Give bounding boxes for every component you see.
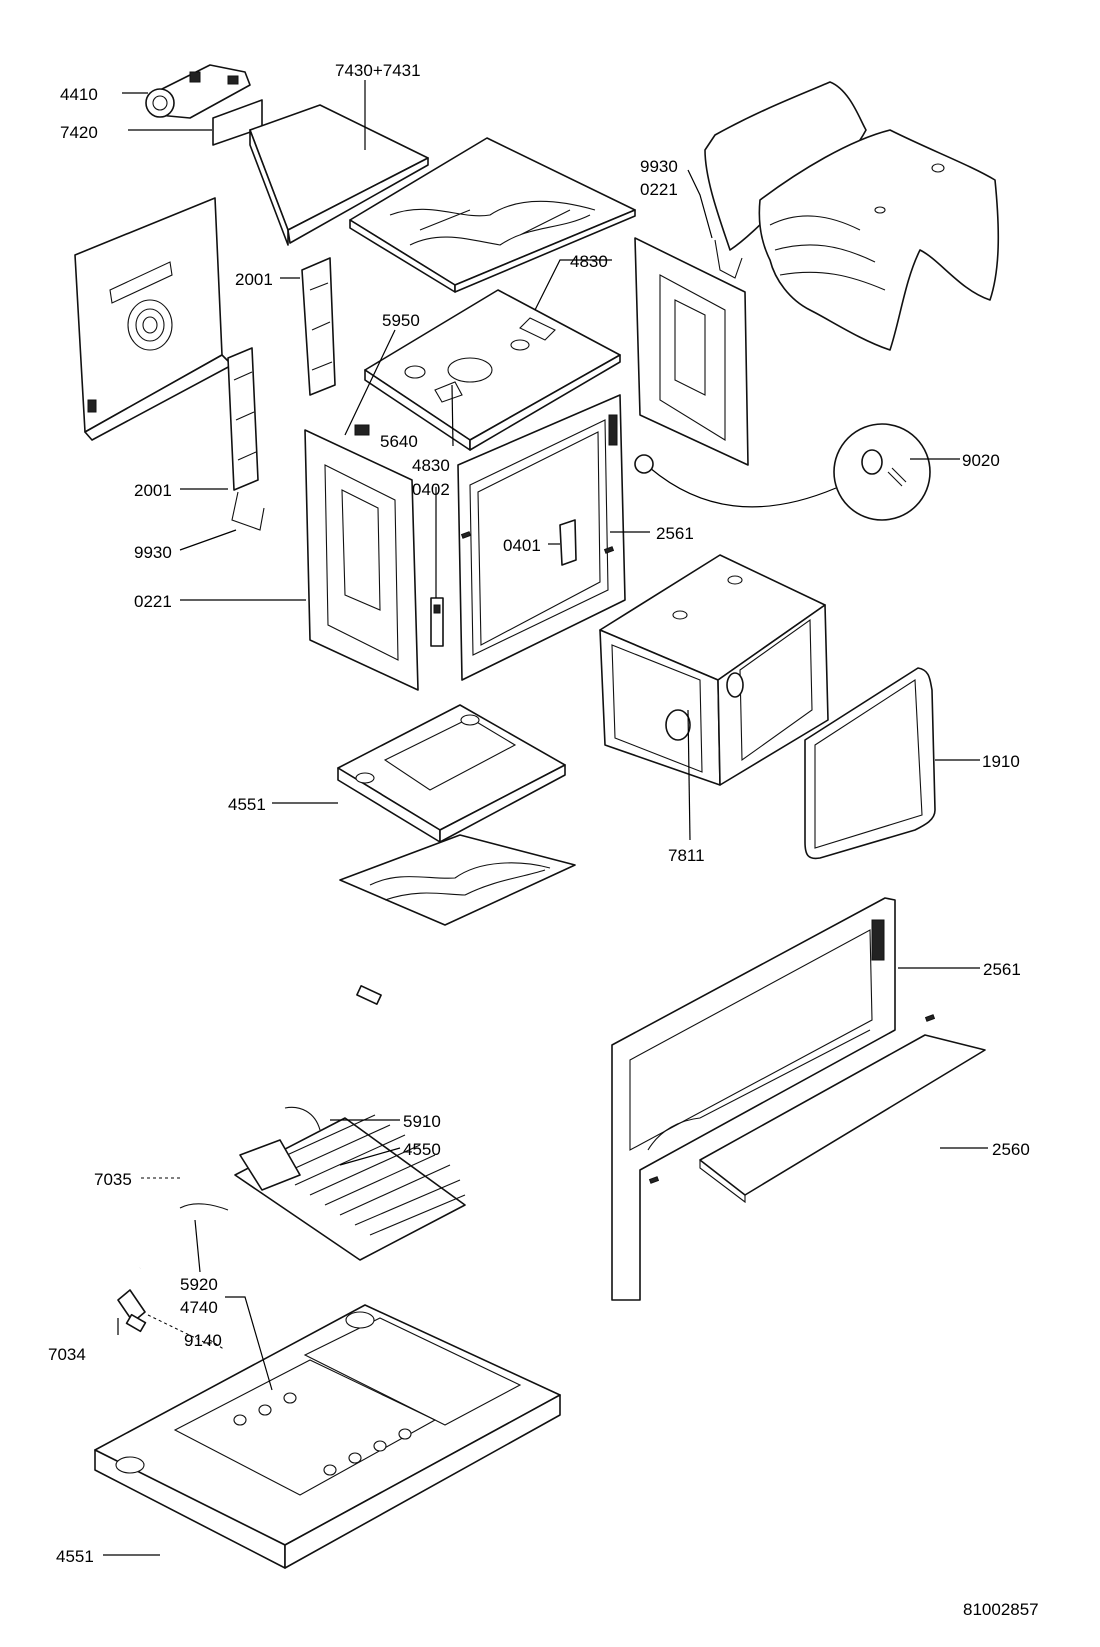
top-panel [349, 137, 636, 293]
callout-9930-upper: 9930 [640, 157, 678, 176]
support-rail-upper [301, 257, 336, 396]
callout-0402: 0402 [412, 480, 450, 499]
clip-9930-right [714, 239, 743, 279]
callout-5910: 5910 [403, 1112, 441, 1131]
bottom-panel [339, 834, 576, 926]
rear-panel [74, 197, 233, 441]
bottom-tray-lower [94, 1304, 561, 1569]
gas-pipe [138, 918, 382, 1269]
callout-1910: 1910 [982, 752, 1020, 771]
hinge-strip [430, 597, 444, 647]
callout-9140: 9140 [184, 1331, 222, 1350]
callout-0221-lower: 0221 [134, 592, 172, 611]
insulation-blanket [704, 81, 1000, 351]
drawing-number: 81002857 [963, 1600, 1039, 1619]
detail-circle-9020 [634, 423, 931, 521]
callout-4410: 4410 [60, 85, 98, 104]
bottom-tray-upper [337, 704, 566, 843]
callout-4550: 4550 [403, 1140, 441, 1159]
callout-2001-lower: 2001 [134, 481, 172, 500]
heat-deflector [699, 1034, 986, 1204]
callout-9930-lower: 9930 [134, 543, 172, 562]
side-panel-left [304, 429, 419, 691]
screw-icon [648, 1176, 660, 1184]
leader-lines [103, 80, 988, 1556]
callout-7420: 7420 [60, 123, 98, 142]
callout-4830-lower: 4830 [412, 456, 450, 475]
callout-7811: 7811 [668, 846, 705, 865]
screw-icon [924, 1014, 936, 1022]
callout-5640: 5640 [380, 432, 418, 451]
callout-2560: 2560 [992, 1140, 1030, 1159]
callout-2561-lower: 2561 [983, 960, 1021, 979]
callout-4551-upper: 4551 [228, 795, 266, 814]
callout-0401: 0401 [503, 536, 541, 555]
clip-9930-left [231, 491, 265, 531]
callout-4740: 4740 [180, 1298, 218, 1317]
callout-labels: 4410 7420 7430+7431 9930 0221 2001 4830 … [48, 61, 1030, 1566]
front-frame-upper [457, 394, 626, 681]
thermocouple-5920 [179, 1203, 229, 1211]
callout-7430-7431: 7430+7431 [335, 61, 421, 80]
oven-cavity [599, 554, 829, 786]
callout-4830-upper: 4830 [570, 252, 608, 271]
callout-4551-lower: 4551 [56, 1547, 94, 1566]
callout-7034: 7034 [48, 1345, 86, 1364]
fan-motor [145, 64, 251, 119]
thermocouple-5910 [284, 1106, 321, 1131]
front-frame-lower [611, 897, 896, 1301]
cavity-ceiling-panel [354, 289, 621, 451]
callout-2561-upper: 2561 [656, 524, 694, 543]
callout-7035: 7035 [94, 1170, 132, 1189]
screw-icon [460, 531, 472, 539]
door-gasket [804, 667, 936, 860]
top-cover [249, 104, 429, 246]
support-rail-lower [227, 347, 259, 491]
callout-5950: 5950 [382, 311, 420, 330]
burner [234, 1114, 466, 1261]
connector-7034 [117, 1289, 147, 1333]
side-panel-right [634, 237, 749, 466]
screw-icon [603, 546, 615, 554]
callout-9020: 9020 [962, 451, 1000, 470]
callout-0221-upper: 0221 [640, 180, 678, 199]
callout-2001-upper: 2001 [235, 270, 273, 289]
callout-5920: 5920 [180, 1275, 218, 1294]
